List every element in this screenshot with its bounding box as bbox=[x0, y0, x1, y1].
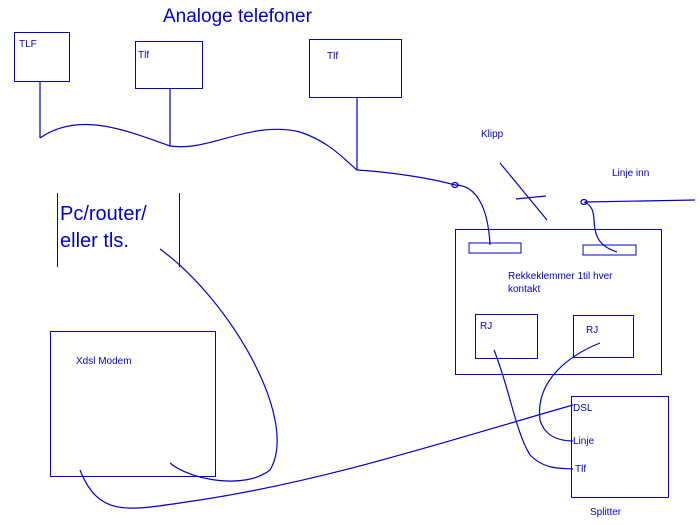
modem-dsl-cable bbox=[79, 404, 574, 509]
terminal-label-line1: Rekkeklemmer 1til hver bbox=[508, 271, 613, 282]
pc-router-box bbox=[57, 193, 179, 267]
rj1-tlf-cable bbox=[493, 349, 574, 470]
splitter-port-dsl: DSL bbox=[573, 403, 593, 414]
line-in-label: Linje inn bbox=[612, 168, 650, 179]
phone-label-3: Tlf bbox=[327, 51, 339, 62]
phone-label-1: TLF bbox=[19, 39, 37, 50]
clip-slash bbox=[499, 162, 548, 221]
terminal-label-line2: kontakt bbox=[508, 284, 541, 295]
phone-bus-wire bbox=[39, 123, 456, 186]
phone-box-1 bbox=[14, 32, 70, 82]
wire-joint-right bbox=[580, 198, 588, 206]
pc-modem-cable bbox=[159, 248, 278, 482]
clip-tick bbox=[515, 195, 547, 200]
splitter-port-linje: Linje bbox=[573, 436, 595, 447]
modem-label: Xdsl Modem bbox=[76, 356, 132, 367]
phone-box-3 bbox=[309, 39, 402, 98]
terminal-block-box bbox=[455, 229, 662, 375]
splitter-label: Splitter bbox=[590, 507, 622, 518]
pc-label-line2: eller tls. bbox=[60, 230, 129, 252]
terminal-slot-right bbox=[582, 244, 637, 256]
rj-socket-2 bbox=[573, 315, 634, 358]
splitter-box bbox=[571, 396, 669, 498]
rj-socket-1 bbox=[475, 314, 538, 359]
phone-to-terminal-wire bbox=[454, 184, 491, 246]
splitter-port-tlf: Tlf bbox=[575, 464, 587, 475]
modem-box bbox=[50, 331, 216, 477]
incoming-line bbox=[584, 199, 696, 203]
pc-label-line1: Pc/router/ bbox=[60, 203, 147, 225]
rj-label-2: RJ bbox=[586, 325, 599, 336]
terminal-slot-left bbox=[468, 242, 522, 254]
clip-label: Klipp bbox=[481, 129, 504, 140]
phone-box-2 bbox=[135, 41, 203, 89]
incoming-to-terminal-wire bbox=[583, 201, 618, 253]
rj-label-1: RJ bbox=[480, 321, 493, 332]
phone-label-2: Tlf bbox=[138, 50, 150, 61]
rj2-linje-cable bbox=[538, 342, 601, 442]
wire-joint-left bbox=[451, 181, 459, 189]
diagram-title: Analoge telefoner bbox=[163, 6, 312, 27]
pc-router-box-right-edge bbox=[179, 193, 180, 267]
